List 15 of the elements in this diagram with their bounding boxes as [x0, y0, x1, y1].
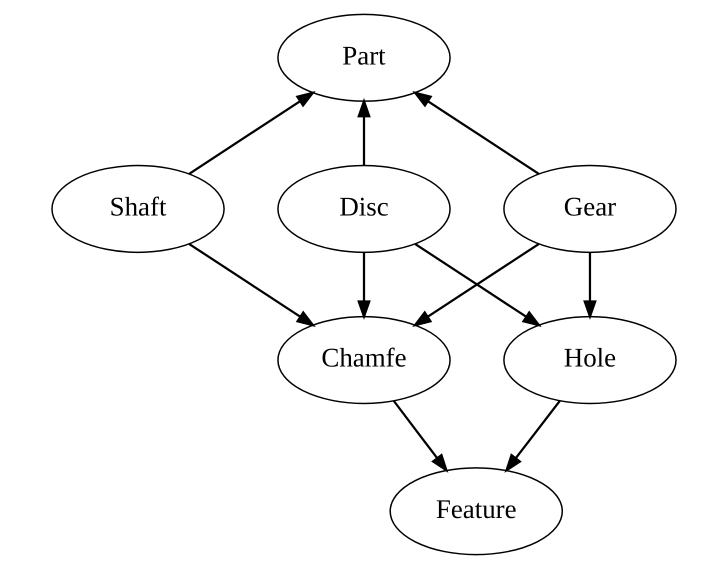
arrow	[392, 400, 448, 473]
arrow	[504, 400, 560, 473]
arrow	[188, 91, 316, 175]
arrow	[188, 243, 316, 327]
arrow	[412, 91, 539, 175]
node-ellipse: Disc	[276, 164, 450, 254]
node-ellipse: Hole	[502, 316, 676, 404]
node-ellipse: Feature	[388, 467, 563, 556]
arrow	[582, 252, 596, 320]
arrow	[356, 252, 370, 320]
node-ellipse: Part	[276, 14, 450, 102]
node-ellipse: Gear	[502, 164, 676, 254]
node-ellipse: Chamfe	[276, 316, 450, 404]
node-ellipse: Shaft	[50, 164, 224, 254]
arrow	[356, 98, 370, 166]
